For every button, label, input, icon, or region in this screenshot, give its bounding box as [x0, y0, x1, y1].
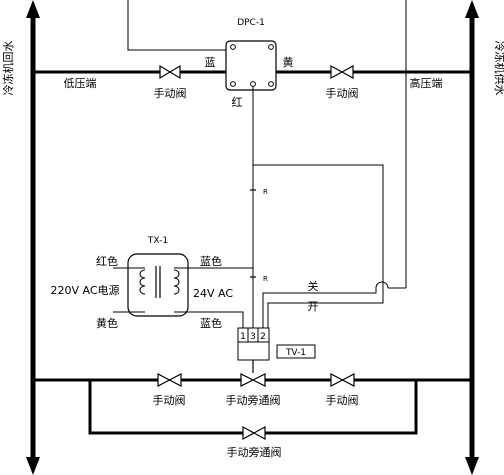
transformer-label: TX-1 [147, 236, 168, 246]
tv-label-box [276, 344, 316, 359]
tv-terminal-3: 3 [250, 332, 256, 342]
return-water-label: 冷冻机回水 [1, 41, 15, 96]
secondary-coil-icon [173, 269, 180, 295]
bypass-valve-icon [240, 373, 266, 387]
secondary-blue-label-top: 蓝色 [200, 254, 222, 268]
high-pressure-label: 高压端 [410, 76, 443, 90]
return-water-pipe [26, 0, 40, 475]
tv-actuator-body [237, 341, 270, 361]
manual-valve-icon [157, 373, 182, 387]
arrow-down-icon [465, 457, 479, 475]
arrow-down-icon [26, 457, 40, 475]
secondary-blue-label-bottom: 蓝色 [200, 316, 222, 330]
tv-label: TV-1 [285, 348, 306, 358]
dpc-label: DPC-1 [237, 18, 265, 28]
resistor-label: R [263, 188, 268, 196]
bypass-loop-valve-label: 手动旁通阀 [227, 445, 282, 459]
wire-open [253, 164, 384, 328]
primary-coil-icon [139, 269, 146, 295]
resistor-label: R [263, 275, 268, 283]
output-power-label: 24V AC [193, 287, 233, 300]
open-signal-label: 开 [308, 300, 319, 313]
primary-yellow-label: 黄色 [96, 316, 118, 330]
manual-valve-icon [159, 64, 181, 80]
bypass-valve-icon [242, 425, 266, 441]
bottom-manual-valve-left-label: 手动阀 [153, 393, 186, 407]
arrow-up-icon [465, 0, 479, 18]
tv-terminal-1: 1 [240, 332, 246, 342]
low-pressure-label: 低压端 [64, 77, 97, 90]
dpc-port-red: 红 [232, 96, 243, 109]
supply-water-pipe [465, 0, 479, 475]
wire [127, 0, 226, 51]
supply-water-label: 冷冻机供水 [493, 41, 504, 96]
tv-terminal-2: 2 [260, 332, 266, 342]
manual-valve-left-label: 手动阀 [154, 86, 187, 100]
arrow-up-icon [26, 0, 40, 18]
manual-valve-icon [330, 373, 355, 387]
manual-valve-icon [330, 64, 354, 80]
dpc-port-yellow: 黄 [283, 55, 294, 69]
primary-red-label: 红色 [96, 254, 118, 268]
transformer-box [127, 253, 189, 317]
close-signal-label: 关 [308, 279, 319, 293]
bottom-bypass-valve-label: 手动旁通阀 [226, 393, 281, 407]
bypass-pipe [88, 380, 418, 435]
dpc-box [225, 40, 277, 91]
dpc-port-blue: 蓝 [205, 56, 216, 69]
manual-valve-right-label: 手动阀 [326, 86, 359, 100]
wire-close [262, 288, 377, 328]
input-power-label: 220V AC电源 [50, 283, 119, 297]
wire-crossover [375, 281, 389, 289]
bottom-manual-valve-right-label: 手动阀 [326, 393, 359, 407]
